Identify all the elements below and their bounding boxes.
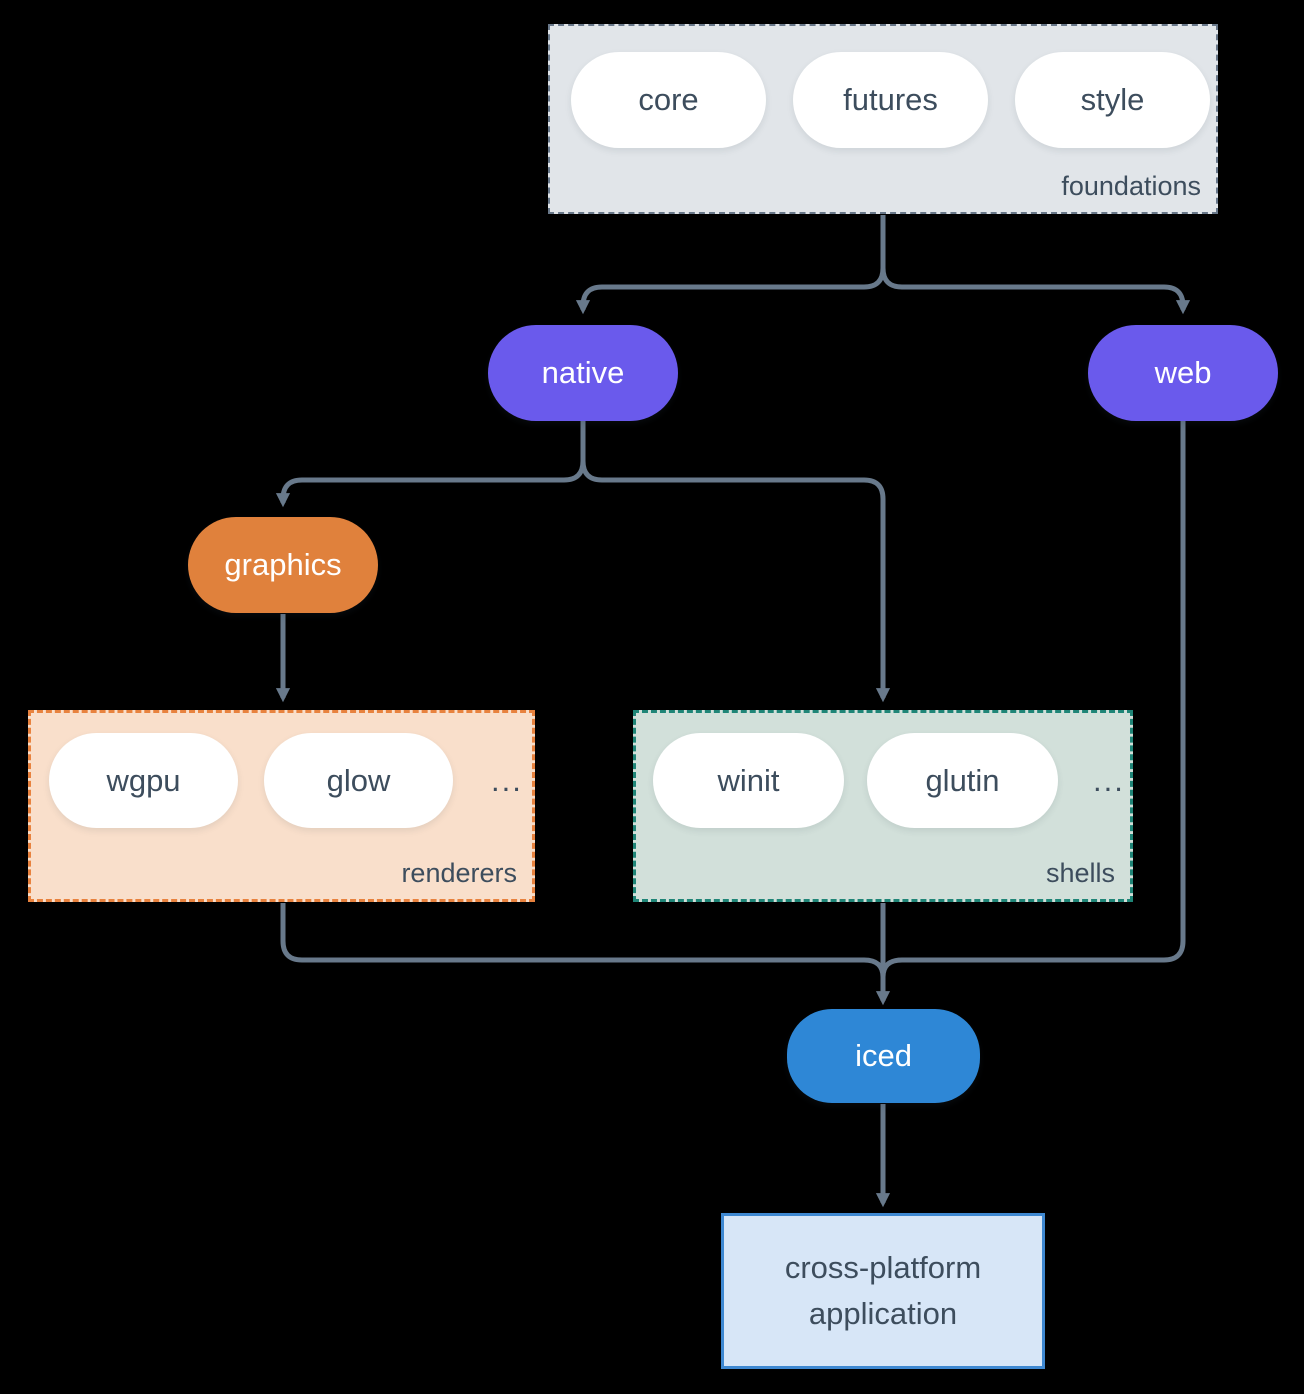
node-native: native xyxy=(488,325,678,421)
renderers-pill-row: wgpu glow ... xyxy=(31,713,532,828)
node-futures: futures xyxy=(793,52,988,148)
shells-pill-row: winit glutin ... xyxy=(636,713,1130,828)
renderers-ellipsis: ... xyxy=(491,762,523,798)
node-graphics: graphics xyxy=(188,517,378,613)
connector-native-to-shells xyxy=(580,421,891,703)
shells-ellipsis: ... xyxy=(1093,762,1125,798)
node-glow: glow xyxy=(264,733,453,828)
shells-container: winit glutin ... shells xyxy=(633,710,1133,902)
node-style: style xyxy=(1015,52,1210,148)
connector-native-to-graphics xyxy=(275,421,586,508)
foundations-container: core futures style foundations xyxy=(548,24,1218,214)
connector-foundations-to-native xyxy=(575,215,886,315)
node-cross-platform-application: cross-platform application xyxy=(721,1213,1045,1369)
node-glutin: glutin xyxy=(867,733,1058,828)
renderers-label: renderers xyxy=(401,858,517,888)
connector-renderers-to-iced xyxy=(280,903,886,978)
node-web: web xyxy=(1088,325,1278,421)
connector-foundations-to-web xyxy=(880,215,1191,315)
node-iced: iced xyxy=(787,1009,980,1103)
renderers-container: wgpu glow ... renderers xyxy=(28,710,535,902)
application-label: cross-platform application xyxy=(784,1249,982,1332)
node-wgpu: wgpu xyxy=(49,733,238,828)
shells-label: shells xyxy=(1045,858,1115,888)
node-core: core xyxy=(571,52,766,148)
node-winit: winit xyxy=(653,733,844,828)
foundations-pill-row: core futures style xyxy=(550,26,1216,148)
foundations-label: foundations xyxy=(1061,171,1201,201)
